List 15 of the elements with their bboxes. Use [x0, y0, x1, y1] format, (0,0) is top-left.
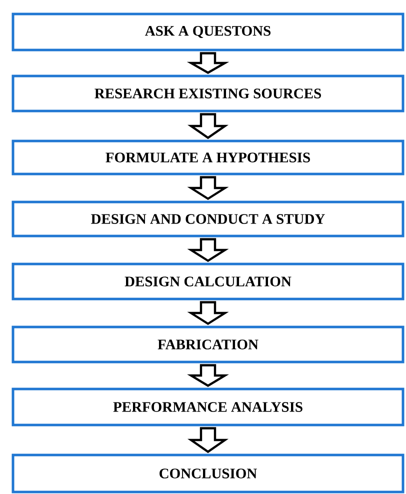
arrow — [186, 52, 230, 74]
arrow — [187, 427, 229, 454]
process-box: PERFORMANCE ANALYSIS — [12, 388, 404, 426]
arrow — [187, 238, 229, 262]
arrow — [187, 113, 229, 140]
process-box: DESIGN CALCULATION — [12, 262, 404, 300]
process-box: CONCLUSION — [12, 454, 404, 494]
process-box: FABRICATION — [12, 326, 404, 364]
process-box: ASK A QUESTONS — [12, 12, 404, 52]
process-box: RESEARCH EXISTING SOURCES — [12, 74, 404, 112]
arrow — [187, 301, 229, 326]
process-box: DESIGN AND CONDUCT A STUDY — [12, 200, 404, 238]
arrow — [187, 364, 229, 388]
process-box: FORMULATE A HYPOTHESIS — [12, 140, 404, 176]
arrow — [187, 176, 229, 200]
